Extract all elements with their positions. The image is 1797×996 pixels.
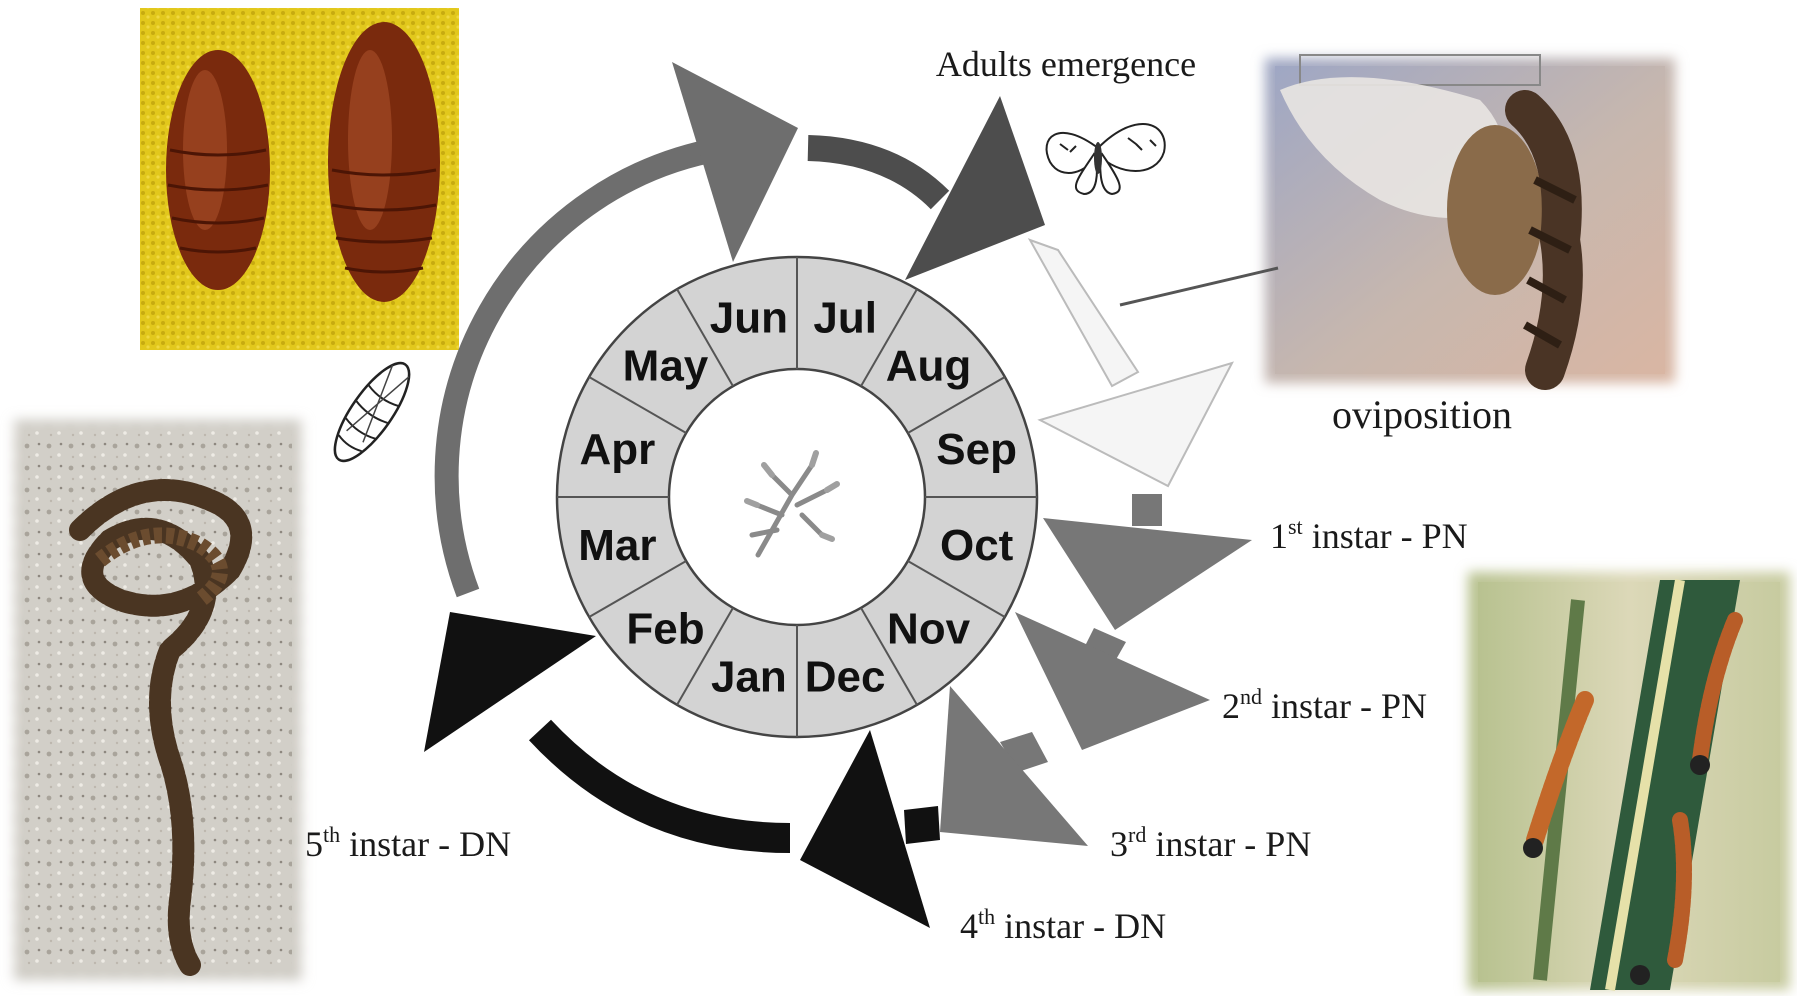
month-label-sep: Sep [936, 425, 1017, 474]
instar2-arrow [1015, 612, 1210, 750]
month-label-jul: Jul [813, 293, 877, 342]
instar1-arrow [1043, 494, 1252, 630]
oviposition-photo [1265, 55, 1675, 383]
pupa-icon [322, 353, 421, 471]
pupa-left-icon [166, 50, 270, 290]
instar4-label: 4th instar - DN [960, 904, 1166, 946]
month-label-apr: Apr [579, 425, 655, 474]
month-label-jun: Jun [710, 293, 788, 342]
adults-emergence-label: Adults emergence [936, 44, 1196, 84]
larvae-on-needle-photo [1468, 572, 1790, 990]
pupae-photo [140, 8, 459, 350]
month-label-nov: Nov [887, 605, 971, 654]
procession-photo [14, 420, 302, 980]
adults-emergence-arrow [808, 96, 1045, 280]
instar2-label: 2nd instar - PN [1222, 684, 1427, 726]
moth-icon [1047, 124, 1165, 194]
egg-stage-arrow [1030, 240, 1232, 486]
instar5-label: 5th instar - DN [305, 822, 511, 864]
instar3-label: 3rd instar - PN [1110, 822, 1311, 864]
month-label-mar: Mar [578, 521, 656, 570]
month-label-oct: Oct [940, 521, 1014, 570]
month-label-feb: Feb [626, 605, 704, 654]
oviposition-connector [1120, 268, 1278, 305]
pupa-right-icon [328, 22, 440, 302]
instar4-arrow [800, 730, 940, 928]
month-label-aug: Aug [886, 341, 972, 390]
month-label-jan: Jan [711, 653, 787, 702]
month-wheel: JulAugSepOctNovDec JanFeb Mar Apr MayJun [557, 257, 1037, 737]
instar1-label: 1st instar - PN [1270, 514, 1468, 556]
month-label-dec: Dec [805, 653, 886, 702]
oviposition-label: oviposition [1332, 392, 1512, 437]
month-label-may: May [623, 341, 709, 390]
